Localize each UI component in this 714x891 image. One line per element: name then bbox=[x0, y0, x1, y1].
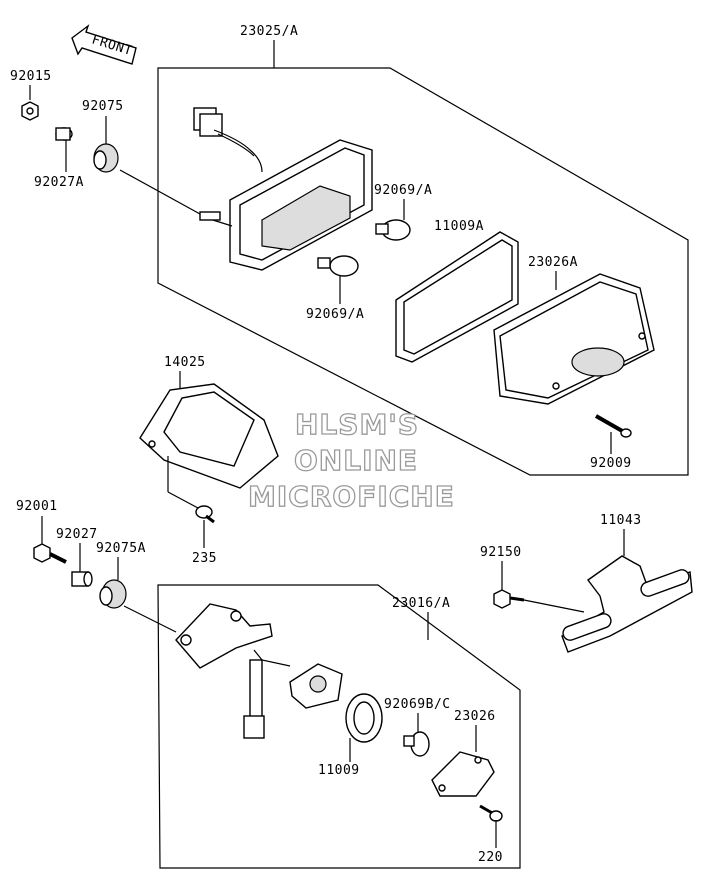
label-11043: 11043 bbox=[600, 513, 642, 528]
license-socket-icon bbox=[243, 649, 343, 739]
label-92075: 92075 bbox=[82, 99, 124, 114]
screw-92009-icon bbox=[595, 414, 632, 438]
screw-220-icon bbox=[479, 804, 503, 822]
nut-92015-icon bbox=[21, 101, 39, 121]
label-92027: 92027 bbox=[56, 527, 98, 542]
gasket-11009A-icon bbox=[395, 231, 519, 363]
bolt-92150-icon bbox=[493, 589, 525, 609]
collar-92027A-icon bbox=[55, 127, 73, 141]
bulb-92069A-bottom-icon bbox=[317, 255, 359, 277]
label-92069A-top: 92069/A bbox=[374, 183, 432, 198]
upper-assembly-outline bbox=[157, 67, 689, 476]
label-92069BC: 92069B/C bbox=[384, 697, 451, 712]
cover-14025-icon bbox=[139, 383, 279, 489]
connector-wire-icon bbox=[193, 107, 263, 173]
gasket-ring-11009-icon bbox=[345, 693, 383, 743]
label-235: 235 bbox=[192, 551, 217, 566]
tail-light-housing bbox=[199, 139, 373, 271]
label-92027A: 92027A bbox=[34, 175, 84, 190]
label-220: 220 bbox=[478, 850, 503, 865]
watermark-line3: MICROFICHE bbox=[248, 480, 455, 513]
screw-235-icon bbox=[195, 505, 215, 524]
grommet-92075-icon bbox=[93, 143, 119, 173]
bolt-92001-icon bbox=[33, 543, 67, 564]
label-92009: 92009 bbox=[590, 456, 632, 471]
lens-23026-icon bbox=[431, 751, 495, 797]
label-92069A-bottom: 92069/A bbox=[306, 307, 364, 322]
watermark: HLSM'S ONLINE MICROFICHE bbox=[247, 407, 455, 513]
label-23016A: 23016/A bbox=[392, 596, 450, 611]
collar-92027-icon bbox=[71, 571, 93, 587]
license-bracket-icon bbox=[175, 603, 273, 669]
label-23026: 23026 bbox=[454, 709, 496, 724]
label-92150: 92150 bbox=[480, 545, 522, 560]
grommet-92075A-icon bbox=[99, 579, 127, 609]
label-14025: 14025 bbox=[164, 355, 206, 370]
bulb-92069BC-icon bbox=[403, 731, 430, 757]
label-11009: 11009 bbox=[318, 763, 360, 778]
label-23025A: 23025/A bbox=[240, 24, 298, 39]
lower-assembly-outline bbox=[157, 584, 521, 869]
label-92075A: 92075A bbox=[96, 541, 146, 556]
label-11009A: 11009A bbox=[434, 219, 484, 234]
label-92015: 92015 bbox=[10, 69, 52, 84]
label-92001: 92001 bbox=[16, 499, 58, 514]
bracket-11043-icon bbox=[561, 555, 693, 653]
front-arrow-icon: FRONT bbox=[71, 24, 137, 65]
watermark-line1: HLSM'S bbox=[295, 408, 419, 441]
lens-23026A-icon bbox=[493, 273, 655, 405]
label-23026A: 23026A bbox=[528, 255, 578, 270]
bulb-92069A-top-icon bbox=[375, 219, 411, 241]
watermark-line2: ONLINE bbox=[294, 444, 418, 477]
